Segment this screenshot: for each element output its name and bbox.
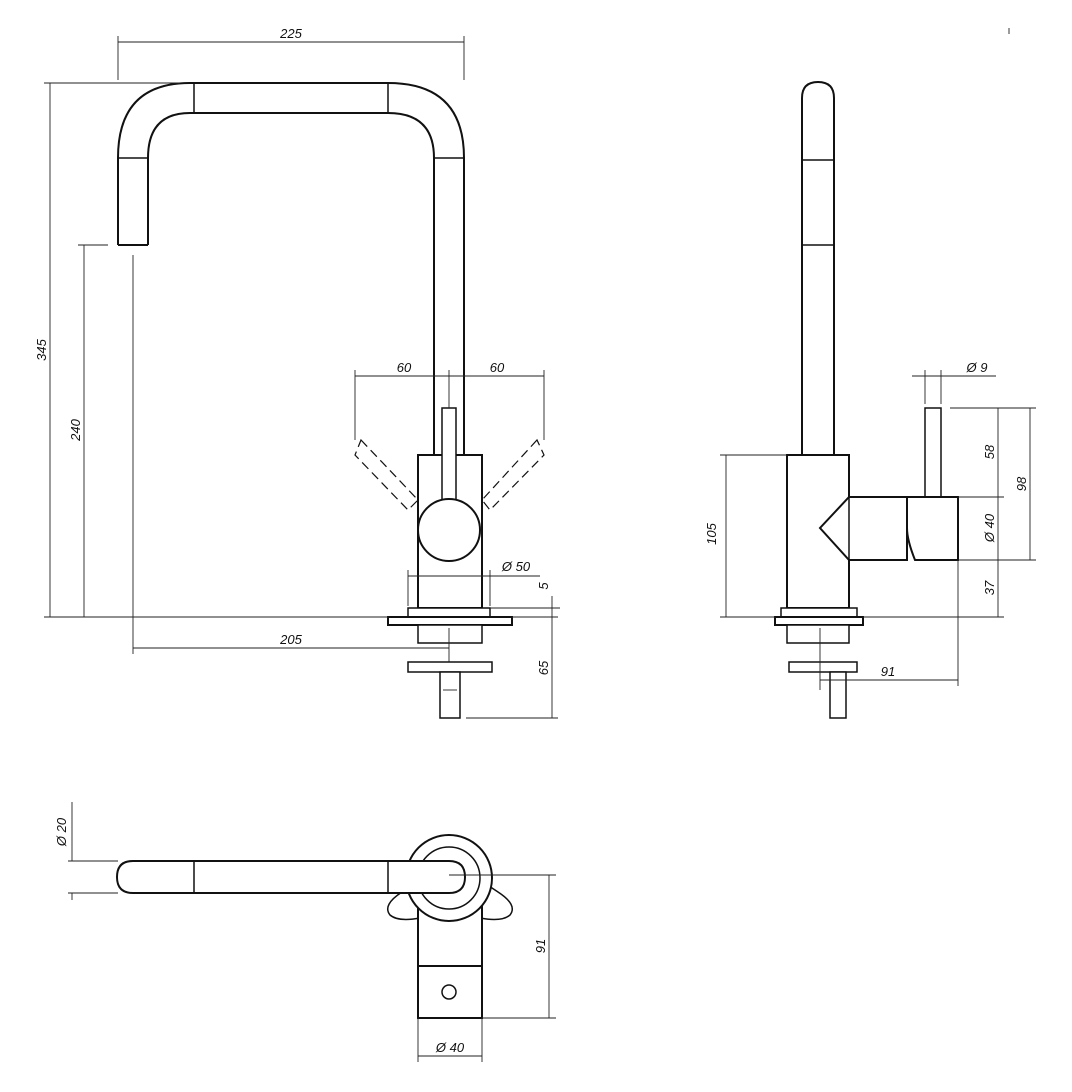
dim-top-body-diameter: Ø 40	[435, 1040, 465, 1055]
dim-body-diameter: Ø 50	[501, 559, 531, 574]
front-view: 225 345 240 60 60 Ø 50 5 205 65	[34, 26, 560, 719]
top-view: Ø 20 91 Ø 40	[54, 802, 556, 1062]
dim-top-depth: 91	[533, 939, 548, 953]
lever-alt-positions	[354, 438, 545, 511]
dim-depth: 91	[881, 664, 895, 679]
dim-plate-thickness: 5	[536, 582, 551, 590]
dim-lever-left: 60	[397, 360, 412, 375]
dim-cartridge-offset: 37	[982, 580, 997, 595]
dim-width-top: 225	[279, 26, 302, 41]
dim-cartridge-diameter: Ø 40	[982, 513, 997, 543]
dim-handle-total: 98	[1014, 476, 1029, 491]
dim-shank-length: 65	[536, 660, 551, 675]
dim-body-height: 105	[704, 522, 719, 544]
dim-handle-diameter: Ø 9	[966, 360, 988, 375]
dim-spout-reach: 205	[279, 632, 302, 647]
dim-height-total: 345	[34, 338, 49, 360]
side-view: Ø 9 58 Ø 40 37 98 105 91	[704, 80, 1036, 719]
dim-height-spout: 240	[68, 418, 83, 441]
dim-lever-right: 60	[490, 360, 505, 375]
dim-handle-height: 58	[982, 444, 997, 459]
dim-spout-diameter: Ø 20	[54, 817, 69, 847]
